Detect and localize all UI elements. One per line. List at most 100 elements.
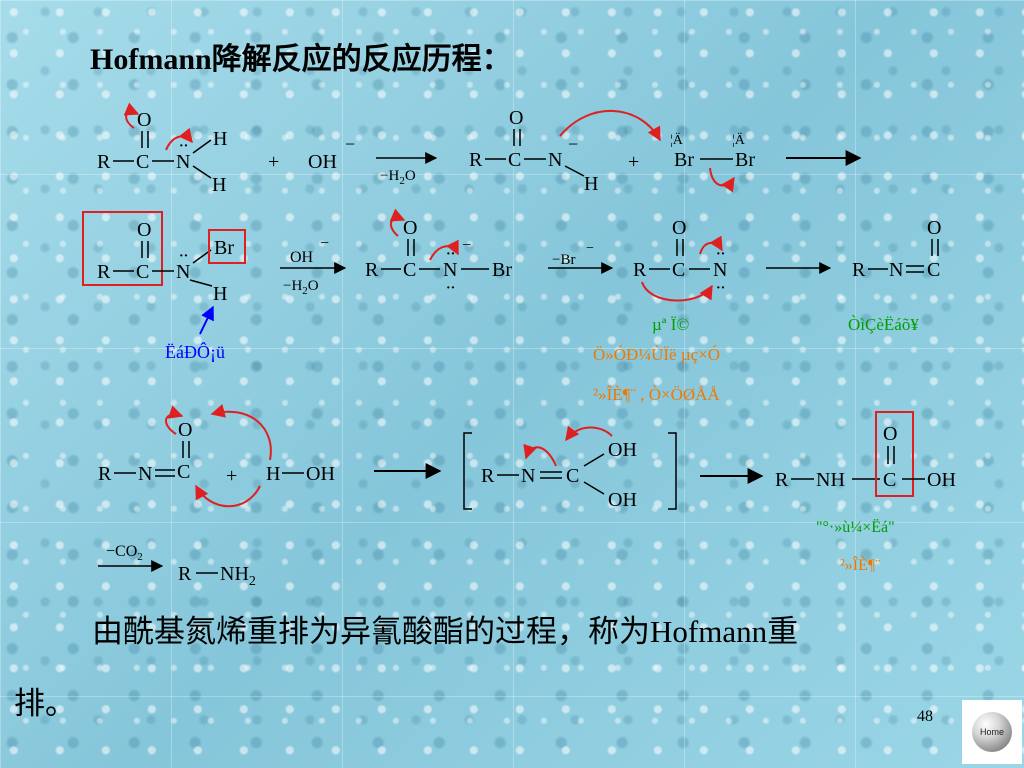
atom-o: O <box>403 217 417 239</box>
minus-co2: −CO2 <box>106 543 143 563</box>
partial-charge: ¦Ä <box>732 131 746 148</box>
annotation-rearrangement-2: ²»ÎÈ¶¨ , Ò×ÖØÅÅ <box>593 385 720 404</box>
atom-br: Br <box>674 149 694 171</box>
bracket-left <box>463 432 472 510</box>
annotation-rearrangement-1: Ö»ÓÐ¼ÙÏë µç×Ó <box>593 345 720 364</box>
atom-nh2: NH2 <box>220 563 256 589</box>
home-button[interactable]: Home <box>962 700 1022 764</box>
atom-h: H <box>213 128 227 150</box>
plus-sign: + <box>268 151 279 173</box>
page-number: 48 <box>917 708 933 725</box>
pointer-arrow <box>199 305 214 335</box>
electron-arrow <box>210 404 272 461</box>
water-h: H <box>266 463 280 485</box>
electron-arrow <box>123 102 140 129</box>
atom-c: C <box>403 259 416 281</box>
hydroxide-reagent: OH <box>290 249 314 266</box>
summary-text-line1: 由酰基氮烯重排为异氰酸酯的过程，称为Hofmann重 <box>92 614 799 649</box>
electron-arrow <box>565 425 613 442</box>
atom-br: Br <box>214 237 234 259</box>
atom-o: O <box>672 217 686 239</box>
annotation-isocyanate: ÒìÇèËáõ¥ <box>848 315 919 334</box>
hydroxyl: OH <box>927 469 956 491</box>
bond <box>192 165 212 179</box>
carbamic-acid: R NH C O OH <box>775 411 956 497</box>
atom-br: Br <box>735 149 755 171</box>
atom-h: H <box>584 173 598 195</box>
lone-pair: ·· <box>446 281 455 296</box>
atom-n: N <box>521 465 535 487</box>
bromoamide-anion: R C O N ·· ·· − Br <box>365 208 512 296</box>
hydroxide: OH <box>308 151 337 173</box>
atom-c: C <box>883 469 896 491</box>
home-label: Home <box>979 727 1004 737</box>
electron-arrow <box>165 127 193 151</box>
atom-r: R <box>97 261 111 283</box>
electron-arrow <box>523 443 557 467</box>
atom-r: R <box>481 465 495 487</box>
highlight-box <box>208 229 246 264</box>
atom-n: N <box>176 261 190 283</box>
atom-n: N <box>443 259 457 281</box>
atom-o: O <box>927 217 941 239</box>
atom-r: R <box>633 259 647 281</box>
atom-r: R <box>775 469 789 491</box>
home-icon: Home <box>972 712 1012 752</box>
atom-o: O <box>509 107 523 129</box>
lone-pair: ·· <box>716 247 725 262</box>
n-bromoamide: R C O N ·· Br H ËáÐÔ¡ü <box>82 211 246 362</box>
annotation-carbamic-1: "°·»ù¼×Ëá" <box>816 518 895 536</box>
bond <box>564 165 585 177</box>
minus-bromide-label: Br <box>560 252 575 268</box>
electron-arrow <box>429 239 459 261</box>
isocyanate: R N C O <box>852 217 941 281</box>
atom-n: N <box>138 463 152 485</box>
atom-c: C <box>136 261 149 283</box>
enol-intermediate: R N C OH OH <box>463 425 677 511</box>
highlight-box <box>875 411 914 497</box>
bromine-molecule: ¦Ä ¦Ä Br Br <box>670 131 755 193</box>
charge-minus: − <box>568 134 578 154</box>
atom-c: C <box>927 259 940 281</box>
lone-pair: ·· <box>179 249 188 264</box>
atom-n: N <box>889 259 903 281</box>
hydroxyl: OH <box>608 439 637 461</box>
atom-n: N <box>713 259 727 281</box>
electron-arrow <box>559 110 661 142</box>
annotation-nitrene: µª Ï© <box>652 315 689 334</box>
acyl-nitrene: R C O N ·· ·· <box>633 217 727 302</box>
atom-r: R <box>97 151 111 173</box>
page-title: Hofmann降解反应的反应历程： <box>90 43 512 76</box>
electron-arrow <box>165 405 184 435</box>
atom-c: C <box>177 461 190 483</box>
atom-br: Br <box>492 259 512 281</box>
charge-minus: − <box>586 241 594 256</box>
electron-arrow <box>699 235 723 255</box>
water-oh: OH <box>306 463 335 485</box>
minus-water: −H2O <box>380 168 416 187</box>
hydroxyl: OH <box>608 489 637 511</box>
highlight-box <box>82 211 163 286</box>
charge-minus: − <box>345 134 355 154</box>
bond <box>583 453 605 467</box>
atom-o: O <box>137 109 151 131</box>
atom-r: R <box>469 149 483 171</box>
summary-text-line2: 排。 <box>14 686 76 721</box>
bond <box>189 279 213 287</box>
minus-water-label: H <box>388 168 399 184</box>
bond <box>192 139 212 154</box>
annotation-carbamic-2: ²»ÎÈ¶¨ <box>840 555 880 574</box>
atom-c: C <box>136 151 149 173</box>
lone-pair: ·· <box>179 139 188 154</box>
electron-arrow <box>389 208 406 237</box>
bracket-right <box>668 432 677 510</box>
electron-arrow <box>641 281 713 302</box>
atom-o: O <box>137 219 151 241</box>
atom-c: C <box>672 259 685 281</box>
atom-o: O <box>178 419 192 441</box>
water: H OH <box>266 463 335 485</box>
plus-sign: + <box>628 151 639 173</box>
amine-product: R NH2 <box>178 563 256 589</box>
atom-r: R <box>98 463 112 485</box>
partial-charge: ¦Ä <box>670 131 684 148</box>
